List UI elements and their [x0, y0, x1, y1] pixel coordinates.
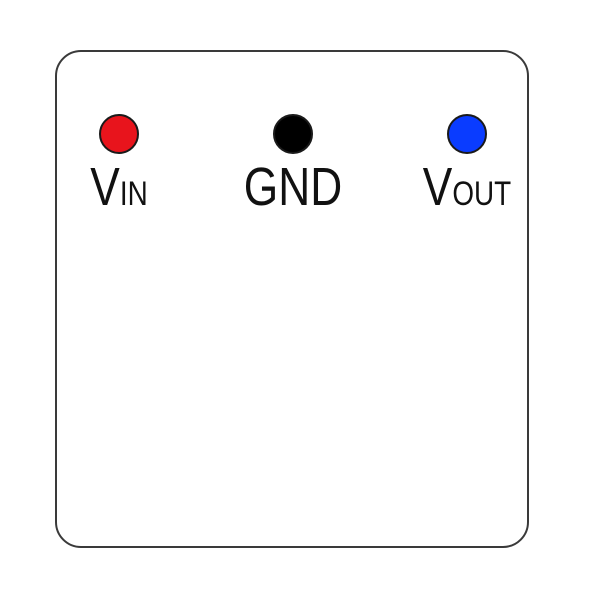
vout-pin-label: VOUT [401, 160, 532, 214]
gnd-label-main: GND [243, 157, 343, 217]
gnd-pin-label: GND [227, 160, 358, 214]
vin-label-sub: IN [119, 175, 148, 213]
vout-label-main: V [422, 157, 453, 217]
vin-pin-label: VIN [53, 160, 184, 214]
vout-pin-dot [447, 114, 487, 154]
vin-pin-dot [99, 114, 139, 154]
gnd-pin-dot [273, 114, 313, 154]
vin-label-main: V [90, 157, 120, 217]
vout-label-sub: OUT [452, 175, 512, 213]
